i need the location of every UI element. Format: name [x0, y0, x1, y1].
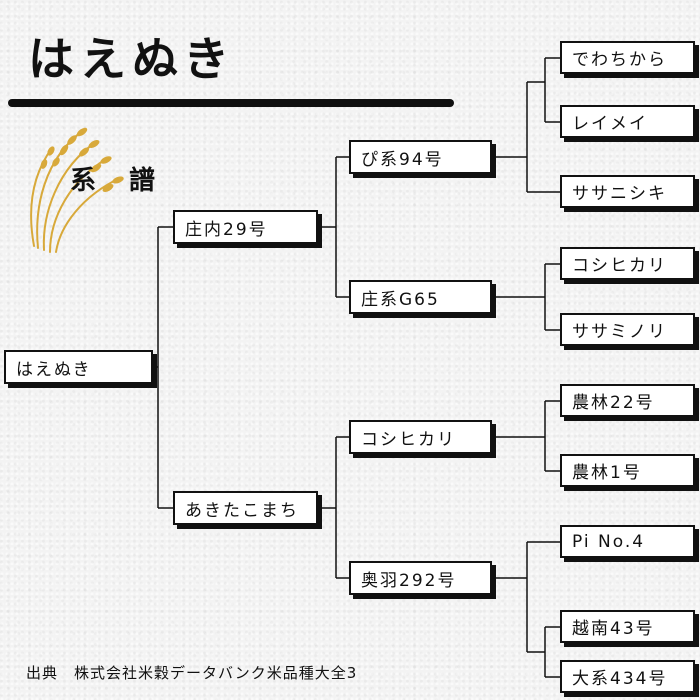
source-note: 出典 株式会社米穀データバンク米品種大全3 [26, 664, 358, 682]
rice-ear-icon [30, 127, 124, 253]
pedigree-label: 系 譜 [70, 166, 168, 196]
node-grandparent-2: 庄系G65 [349, 280, 492, 314]
title-underline [8, 99, 454, 107]
node-grandparent-3: コシヒカリ [349, 420, 492, 454]
node-parent-2: あきたこまち [173, 491, 318, 525]
node-ancestor: コシヒカリ [560, 247, 695, 280]
node-root: はえぬき [4, 350, 153, 384]
node-ancestor: ササミノリ [560, 313, 695, 346]
node-grandparent-1: ぴ系94号 [349, 140, 492, 174]
node-ancestor: ササニシキ [560, 175, 695, 208]
node-ancestor: 農林22号 [560, 384, 695, 417]
node-ancestor: 大系434号 [560, 660, 695, 693]
page-title: はえぬき [28, 32, 236, 86]
node-ancestor: 農林1号 [560, 454, 695, 487]
node-ancestor: レイメイ [560, 105, 695, 138]
node-ancestor: 越南43号 [560, 610, 695, 643]
node-parent-1: 庄内29号 [173, 210, 318, 244]
node-ancestor: Pi No.4 [560, 525, 695, 558]
node-grandparent-4: 奥羽292号 [349, 561, 492, 595]
node-ancestor: でわちから [560, 41, 695, 74]
